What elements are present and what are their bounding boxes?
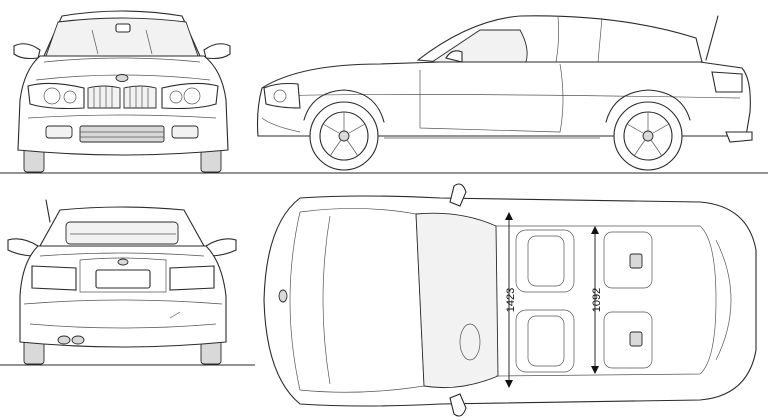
dimension-label-1423: 1423 — [505, 288, 517, 312]
front-view — [13, 10, 231, 173]
top-view: 1423 1092 — [263, 183, 757, 417]
dimension-label-1092: 1092 — [591, 288, 603, 312]
rear-view — [7, 199, 237, 365]
side-view — [256, 15, 753, 171]
